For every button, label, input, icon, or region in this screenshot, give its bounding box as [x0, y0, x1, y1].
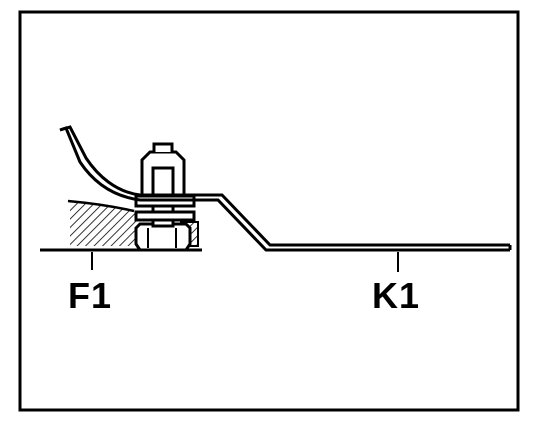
frame-border — [18, 10, 520, 412]
sheet-inner-line — [59, 125, 510, 247]
hex-nut — [134, 222, 192, 252]
base-hatched-section — [40, 202, 150, 250]
bolt-assembly — [134, 142, 196, 252]
sheet-outer-line — [59, 126, 510, 252]
sheet-metal-k1 — [59, 125, 512, 252]
label-f1: F1 — [68, 275, 113, 316]
label-k1: K1 — [372, 275, 421, 316]
